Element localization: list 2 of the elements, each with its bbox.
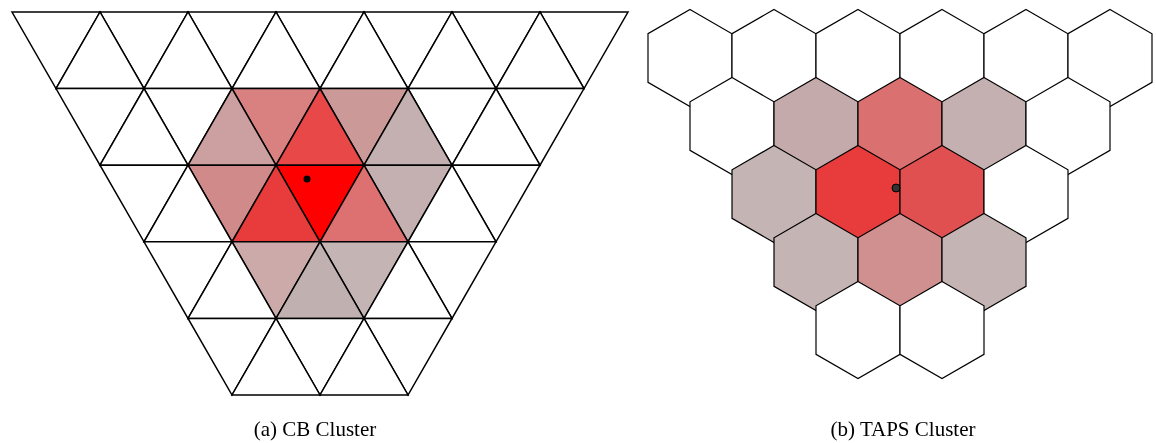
figure-caption: (b) TAPS Cluster <box>830 417 976 442</box>
figure-caption: (a) CB Cluster <box>253 417 377 442</box>
